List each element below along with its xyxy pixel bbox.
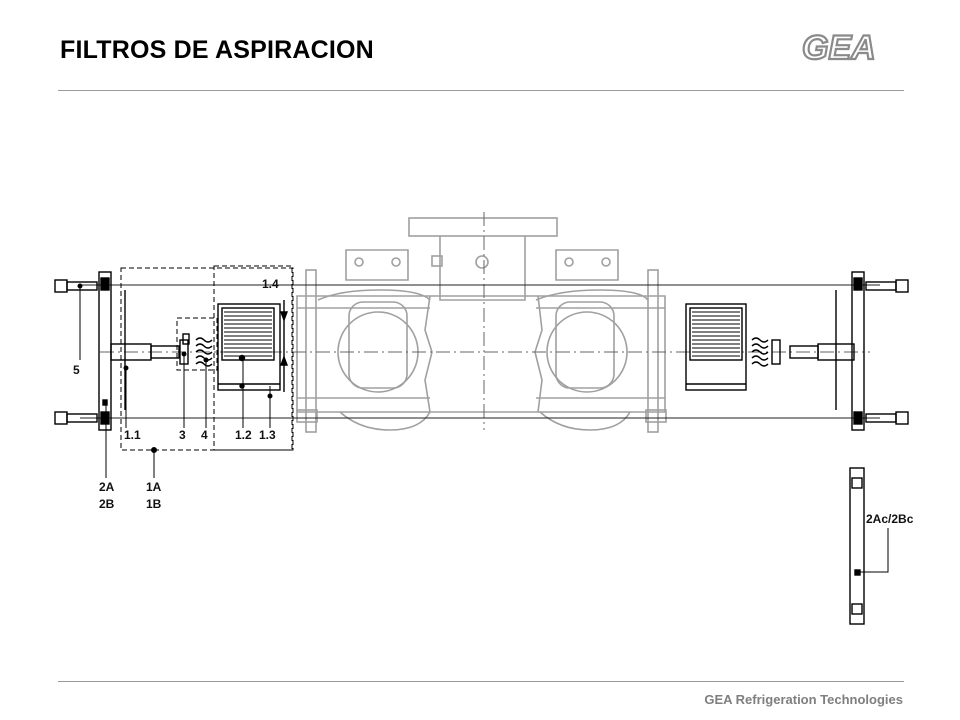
compressor-housing: [296, 217, 667, 433]
label-1-4: 1.4: [262, 277, 279, 291]
label-1-1: 1.1: [124, 428, 141, 442]
label-4: 4: [201, 428, 208, 442]
center-lines: [100, 212, 870, 430]
label-2a: 2A: [99, 480, 115, 494]
header-divider: [58, 90, 904, 91]
page-title: FILTROS DE ASPIRACION: [60, 36, 374, 64]
svg-text:GEA: GEA: [802, 29, 876, 66]
label-1a: 1A: [146, 480, 162, 494]
group-boxes: [120, 265, 294, 451]
label-2ac-2bc: 2Ac/2Bc: [866, 512, 914, 526]
right-filter-assembly: [685, 271, 909, 625]
footer-divider: [58, 681, 904, 682]
part-labels: 1.1 3 4 1.2 1.3 1.4 5 2A 2B 1A 1B 2Ac/2B…: [73, 277, 914, 526]
gea-logo: GEA: [801, 28, 877, 66]
label-5: 5: [73, 363, 80, 377]
leader-lines: [77, 283, 889, 573]
footer-company: GEA Refrigeration Technologies: [704, 692, 903, 707]
label-1-2: 1.2: [235, 428, 252, 442]
label-1-3: 1.3: [259, 428, 276, 442]
label-2b: 2B: [99, 497, 115, 511]
reference-lines: [80, 284, 880, 419]
label-3: 3: [179, 428, 186, 442]
label-1b: 1B: [146, 497, 162, 511]
left-filter-assembly: [54, 271, 289, 431]
